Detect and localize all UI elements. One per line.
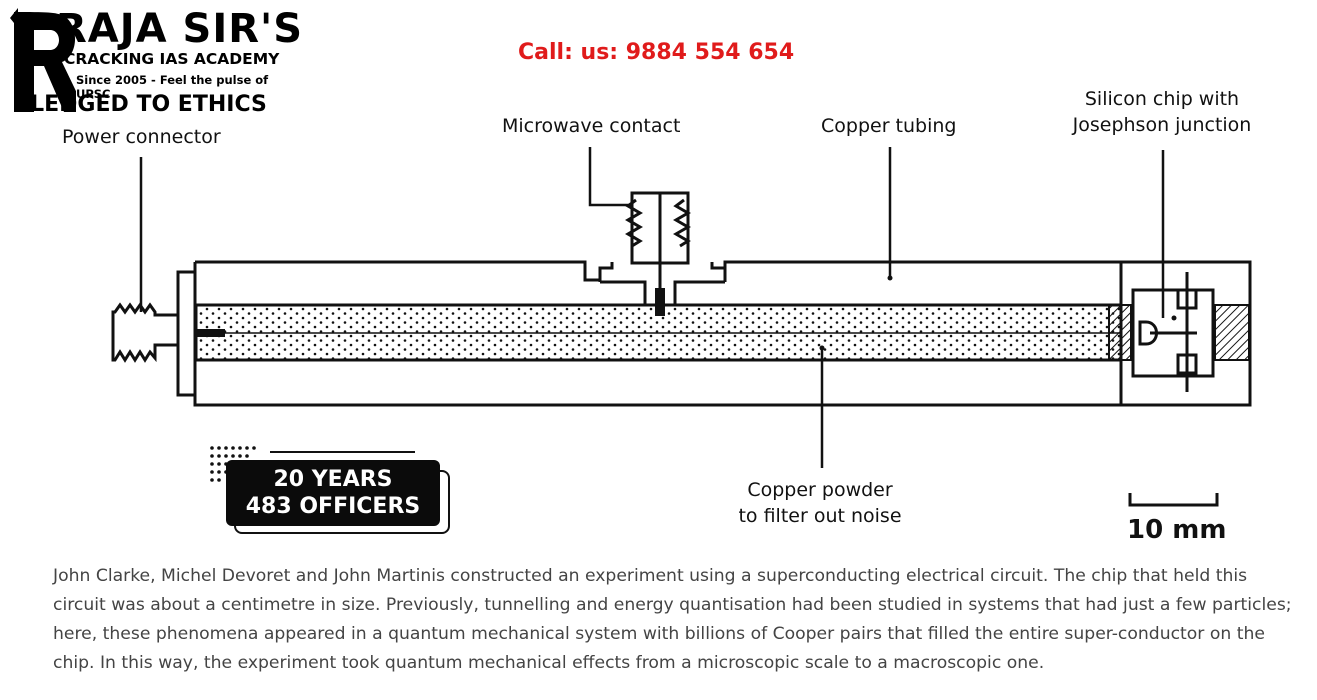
josephson-junction-chip	[1138, 272, 1198, 392]
badge-dots	[210, 446, 256, 482]
label-copper-powder-2: to filter out noise	[738, 505, 902, 527]
logo-academy: CRACKING IAS ACADEMY	[64, 50, 280, 68]
label-copper-tubing: Copper tubing	[821, 115, 957, 137]
call-number: Call: us: 9884 554 654	[518, 40, 795, 65]
chip-holder	[1131, 288, 1215, 378]
power-connector	[111, 270, 197, 397]
logo-r-mark	[10, 8, 76, 112]
logo-motto: PLEDGED TO ETHICS	[14, 92, 267, 117]
label-silicon-chip-2: Josephson junction	[1072, 114, 1252, 136]
scale-bar	[1128, 493, 1219, 507]
logo-name: RAJA SIR'S	[56, 6, 304, 52]
microwave-contact	[598, 191, 727, 305]
figure-caption: John Clarke, Michel Devoret and John Mar…	[53, 566, 1292, 673]
apparatus-diagram	[111, 147, 1252, 507]
label-power-connector: Power connector	[62, 126, 221, 148]
experience-badge: 20 YEARS 483 OFFICERS	[226, 460, 440, 526]
badge-officers: 483 OFFICERS	[245, 494, 421, 519]
logo-tagline: Since 2005 - Feel the pulse of UPSC	[76, 73, 269, 101]
label-microwave-contact: Microwave contact	[502, 115, 681, 137]
label-copper-powder-1: Copper powder	[747, 479, 893, 501]
scale-label: 10 mm	[1127, 515, 1227, 545]
academy-logo: RAJA SIR'S CRACKING IAS ACADEMY Since 20…	[6, 4, 306, 120]
label-silicon-chip-1: Silicon chip with	[1084, 88, 1240, 110]
badge-years: 20 YEARS	[273, 467, 393, 492]
